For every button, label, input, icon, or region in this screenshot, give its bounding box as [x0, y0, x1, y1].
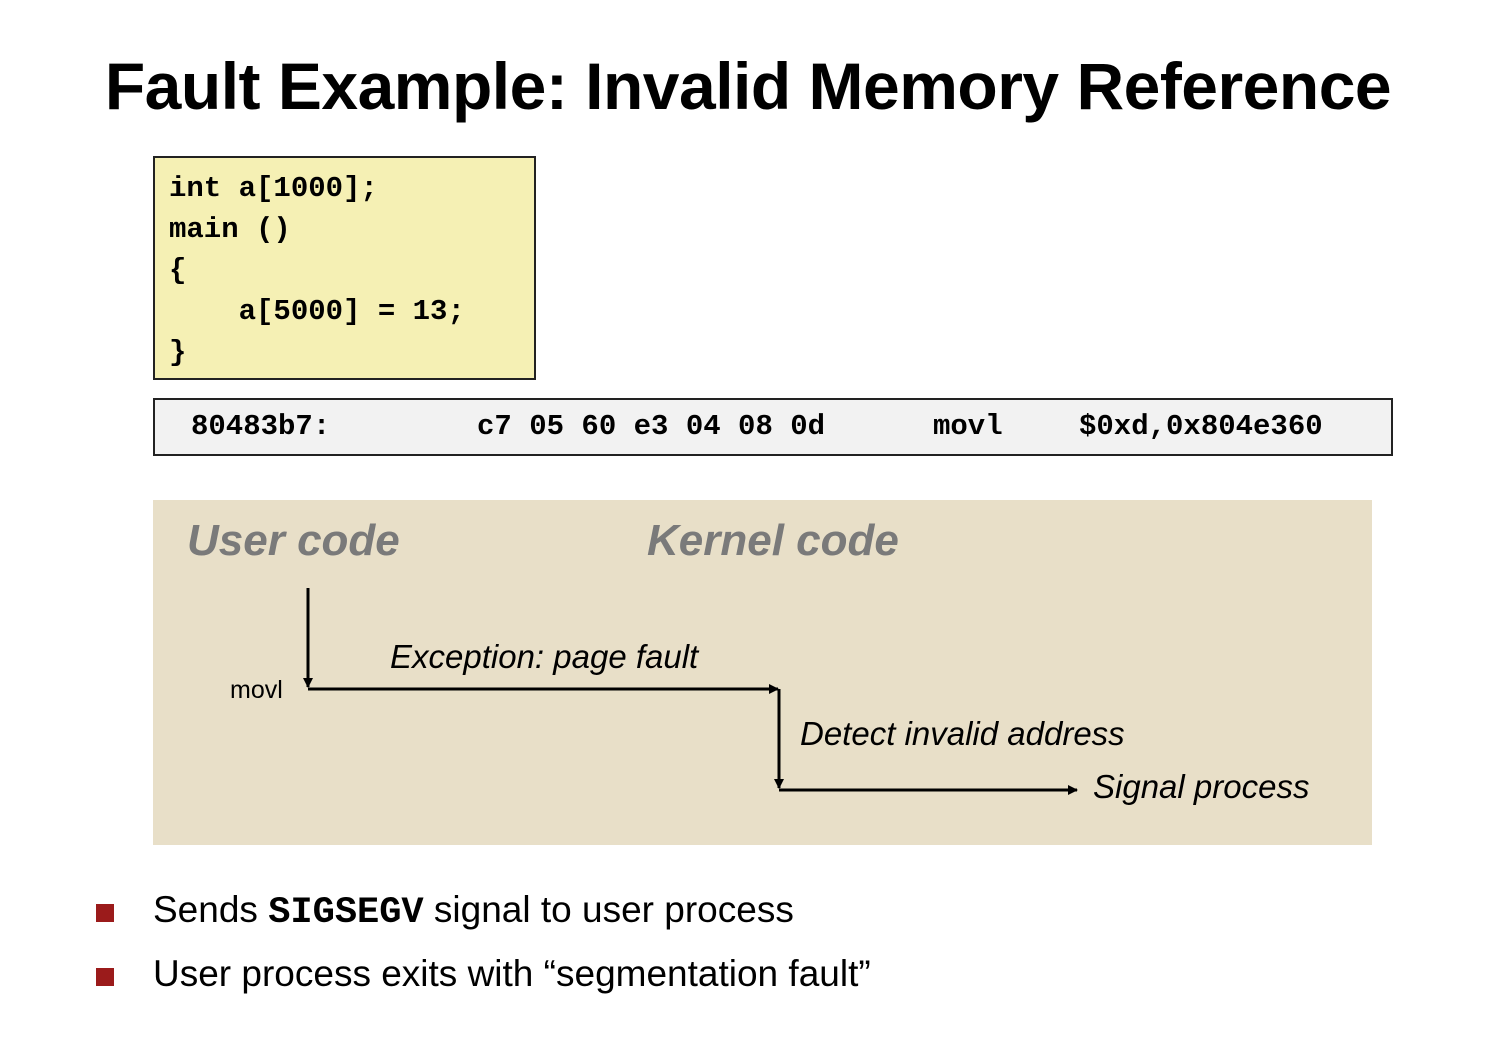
signal-code: SIGSEGV	[268, 892, 424, 934]
user-code-header: User code	[187, 516, 400, 565]
bullet-square-icon	[96, 904, 114, 922]
bullet-text: signal to user process	[423, 889, 794, 930]
code-line: }	[169, 336, 187, 369]
code-line: main ()	[169, 213, 291, 246]
signal-label: Signal process	[1093, 768, 1310, 805]
bullet-square-icon	[96, 968, 114, 986]
slide-title: Fault Example: Invalid Memory Reference	[104, 49, 1392, 123]
code-line: {	[169, 254, 187, 287]
movl-label: movl	[230, 676, 283, 704]
assembly-box: 80483b7: c7 05 60 e3 04 08 0d movl $0xd,…	[153, 398, 1393, 456]
asm-operands: $0xd,0x804e360	[1079, 410, 1323, 443]
asm-mnemonic: movl	[933, 410, 1003, 443]
kernel-code-header: Kernel code	[647, 516, 899, 565]
detect-label: Detect invalid address	[800, 715, 1125, 752]
exception-label: Exception: page fault	[390, 638, 699, 675]
c-code-box: int a[1000]; main () { a[5000] = 13; }	[153, 156, 536, 380]
asm-address: 80483b7:	[191, 410, 331, 443]
control-flow-diagram: User code Kernel code movl Exception: pa…	[153, 500, 1372, 845]
bullet-text: User process exits with “segmentation fa…	[153, 953, 871, 994]
asm-bytes: c7 05 60 e3 04 08 0d	[477, 410, 826, 443]
code-line: a[5000] = 13;	[169, 295, 465, 328]
code-line: int a[1000];	[169, 172, 378, 205]
bullet-text: Sends	[153, 889, 269, 930]
flow-arrows	[303, 588, 1078, 795]
